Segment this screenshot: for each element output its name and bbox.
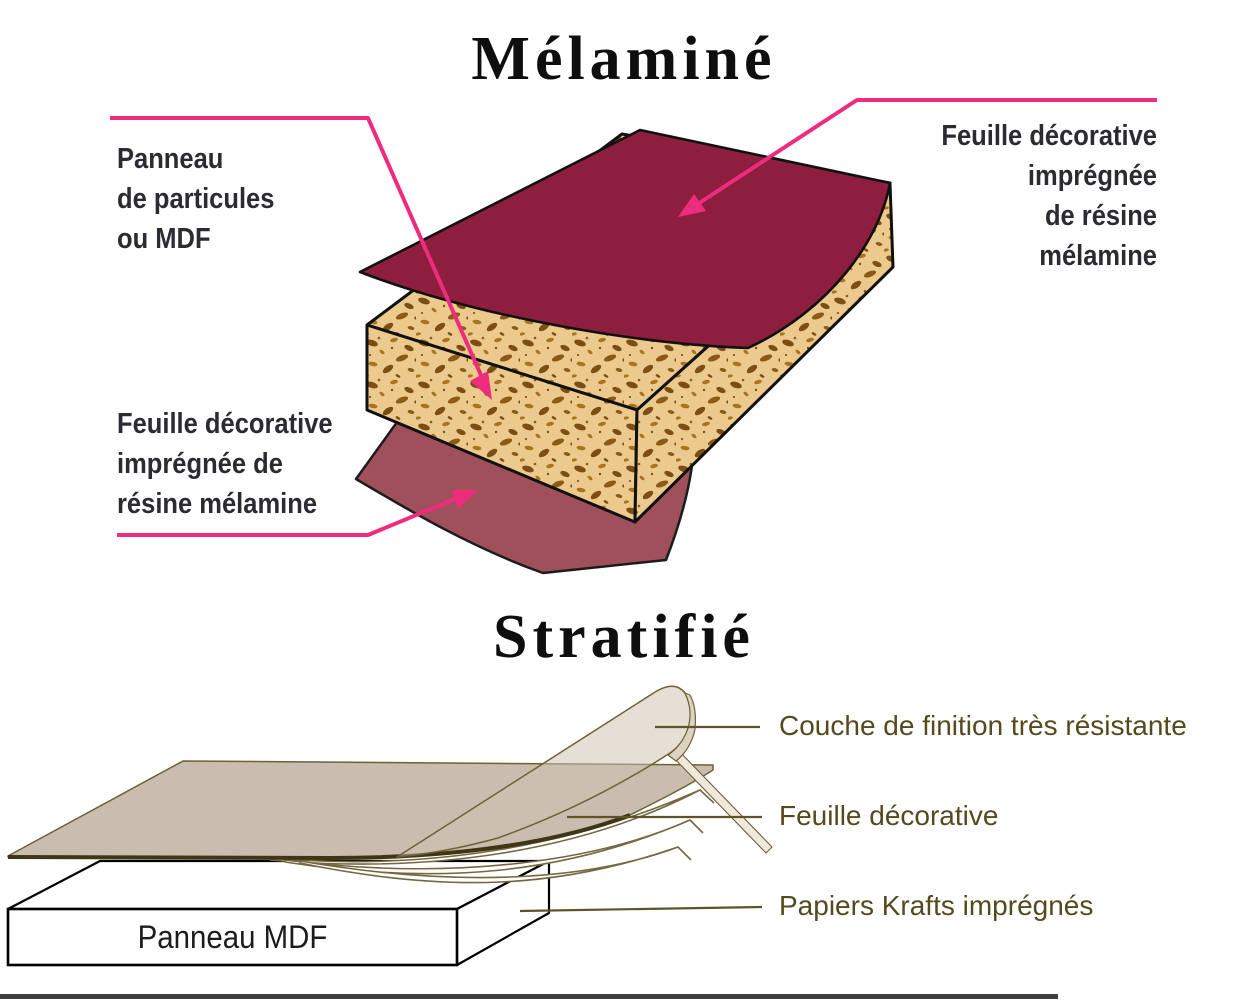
stratifie-finish-edge-strip [669, 748, 773, 854]
arrowhead-panel-icon [470, 371, 492, 400]
stratifie-decor-sheet-front-edge [7, 813, 631, 861]
melamine-illustration [110, 98, 1157, 575]
kraft-paper-2 [284, 819, 691, 875]
melamine-label-sheet-right: Feuille décorative imprégnée de résine m… [941, 120, 1157, 272]
leader-lines-olive [519, 725, 763, 913]
leader-top-sheet [688, 98, 1157, 211]
leader-bottom-sheet [117, 494, 463, 537]
arrowhead-bottom-sheet-icon [452, 490, 478, 509]
leader-panel [110, 116, 486, 383]
kraft-paper-3 [299, 846, 679, 884]
stratifie-title: Stratifié [493, 603, 755, 671]
stratifie-label-decor: Feuille décorative [779, 800, 999, 831]
stratifie-label-finish: Couche de finition très résistante [779, 710, 1187, 741]
arrowhead-top-sheet-icon [678, 194, 706, 217]
kraft-papers [269, 789, 715, 884]
melamine-label-panel: Panneau de particules ou MDF [117, 143, 275, 255]
stratifie-illustration [0, 685, 1058, 999]
kraft-corner-1 [699, 789, 715, 804]
melamine-top-sheet [358, 128, 892, 350]
kraft-corner-2 [689, 819, 704, 834]
kraft-corner-3 [677, 846, 692, 861]
melamine-label-sheet-left: Feuille décorative imprégnée de résine m… [117, 408, 333, 520]
leader-lines-pink [110, 98, 1157, 537]
stratifie-label-mdf: Panneau MDF [137, 919, 328, 955]
page-bottom-edge [0, 994, 1058, 999]
stratifie-finish-curl-underside [667, 692, 697, 762]
mdf-front-face [6, 907, 459, 967]
melamine-title: Mélaminé [471, 25, 777, 93]
leader-kraft [519, 905, 763, 913]
kraft-paper-1 [269, 789, 701, 865]
stratifie-label-kraft: Papiers Krafts imprégnés [779, 890, 1094, 921]
